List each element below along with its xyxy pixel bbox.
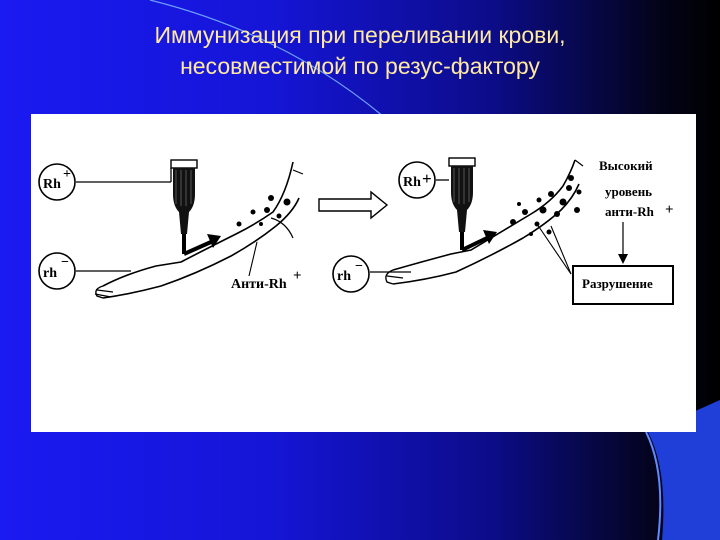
left-antibody-dots — [236, 195, 291, 227]
left-donor-label: Rh — [43, 177, 61, 192]
left-panel: Rh + rh − — [38, 159, 304, 299]
right-note-line-3: анти-Rh — [605, 204, 655, 219]
right-donor-sign: + — [422, 169, 432, 188]
slide-title-line-2: несовместимой по резус-фактору — [180, 53, 540, 79]
right-blood-bottle-icon — [448, 157, 497, 252]
right-note-line-1: Высокий — [599, 158, 653, 173]
transition-arrow-icon — [318, 190, 389, 220]
right-recipient-sign: − — [355, 259, 363, 274]
left-blood-bottle-icon — [170, 159, 221, 256]
slide-title: Иммунизация при переливании крови, несов… — [0, 20, 720, 82]
left-recipient-rh-negative-circle: rh − — [38, 252, 76, 290]
right-panel: Rh + rh − — [332, 157, 674, 305]
right-donor-rh-positive-circle: Rh + — [398, 161, 436, 199]
left-antibody-sign: + — [293, 268, 302, 284]
right-destruction-pointer-1 — [536, 223, 572, 275]
left-recipient-sign: − — [61, 255, 69, 270]
right-destruction-box: Разрушение — [572, 265, 674, 305]
decorative-wave-right — [648, 400, 720, 540]
right-destruction-pointer-2 — [550, 225, 572, 275]
right-note-line-2: уровень — [605, 184, 652, 199]
diagram-canvas: Rh + rh − — [38, 157, 674, 305]
left-arm-icon — [94, 161, 304, 299]
right-destruction-label: Разрушение — [582, 276, 653, 291]
right-recipient-label: rh — [337, 269, 351, 284]
right-note-arrow-head — [618, 254, 628, 264]
left-donor-rh-positive-circle: Rh + — [38, 163, 76, 201]
right-arm-icon — [385, 159, 584, 285]
left-recipient-label: rh — [43, 266, 57, 281]
decorative-wave-highlight — [645, 431, 662, 540]
right-note-sign: + — [665, 202, 674, 218]
left-donor-sign: + — [63, 167, 71, 182]
right-antibody-dots — [510, 175, 582, 236]
right-donor-label: Rh — [403, 175, 421, 190]
slide-title-line-1: Иммунизация при переливании крови, — [154, 22, 566, 48]
left-antibody-pointer — [248, 241, 258, 277]
left-antibody-label: Анти-Rh — [231, 277, 287, 292]
diagram-figure: Rh + rh − — [31, 114, 696, 432]
right-recipient-rh-negative-circle: rh − — [332, 255, 370, 293]
